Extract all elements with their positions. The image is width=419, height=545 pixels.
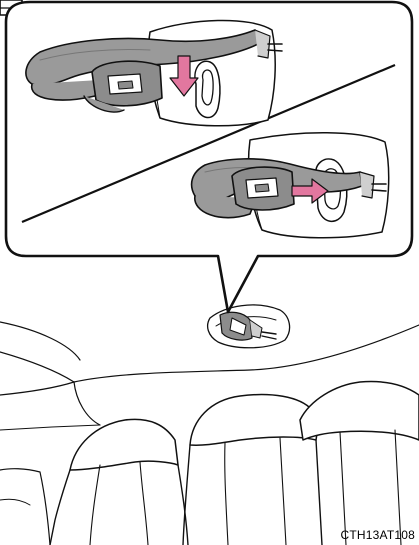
figure-code: CTH13AT108 (341, 528, 415, 542)
roof-line-left-2 (0, 352, 74, 382)
headrest-middle (190, 395, 317, 446)
car-interior-scene (0, 305, 419, 545)
headliner-rear (0, 382, 74, 395)
headrest-left (70, 419, 178, 470)
side-panel (74, 382, 100, 425)
roof-line-left (0, 322, 80, 360)
headrest-right (300, 382, 419, 440)
